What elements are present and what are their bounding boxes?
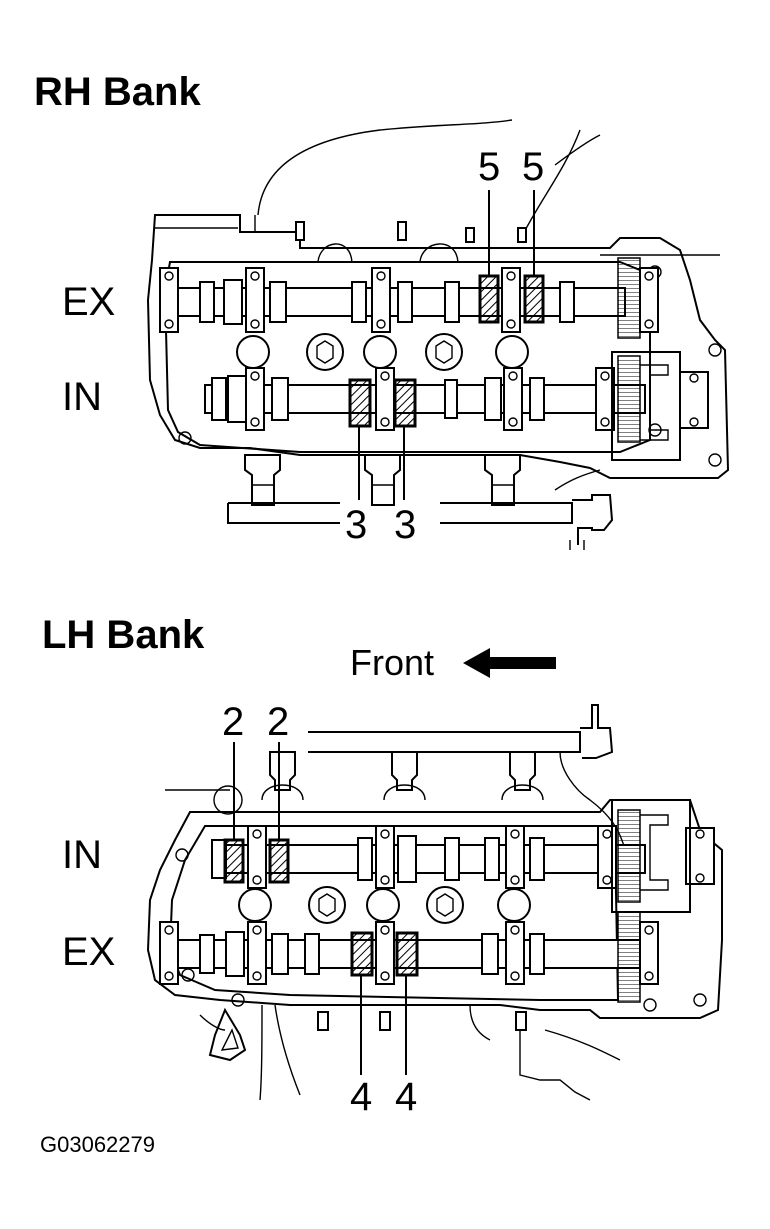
lh-in-label: IN (62, 833, 102, 877)
lh-in-cap-2b (268, 838, 290, 884)
lh-ex-cap-number-1: 4 (350, 1075, 372, 1119)
lh-in-cap-number-1: 2 (222, 700, 244, 744)
lh-in-cap-2a (223, 838, 245, 884)
front-label: Front (350, 642, 434, 683)
lh-cam-sprockets (611, 799, 691, 1003)
rh-in-label: IN (62, 375, 102, 419)
left-arrow-icon (463, 648, 556, 678)
lh-ex-cap-number-2: 4 (395, 1075, 417, 1119)
rh-exhaust-camshaft (159, 267, 659, 333)
rh-ex-cap-5b (523, 274, 545, 324)
figure-code: G03062279 (40, 1132, 155, 1157)
rh-ex-label: EX (62, 280, 115, 324)
lh-ex-label: EX (62, 930, 115, 974)
rh-in-cap-3a (348, 378, 372, 428)
rh-fuel-rail (227, 469, 614, 550)
rh-intake-camshaft (204, 367, 709, 431)
lh-bank-title: LH Bank (42, 613, 205, 657)
lh-ex-cap-4b (395, 931, 419, 977)
lh-lower-block (199, 1004, 621, 1101)
rh-in-cap-number-2: 3 (394, 503, 416, 547)
lh-fuel-rail (308, 704, 626, 851)
lh-bank-group: LH Bank Front (42, 613, 723, 1119)
lh-fuel-injectors (261, 751, 544, 801)
rh-ex-cap-number-1: 5 (478, 145, 500, 189)
rh-cam-sprockets (611, 257, 681, 461)
rh-in-cap-3b (393, 378, 417, 428)
lh-intake-camshaft (211, 825, 715, 889)
rh-ex-cap-number-2: 5 (522, 145, 544, 189)
lh-in-cap-number-2: 2 (267, 700, 289, 744)
rh-bank-title: RH Bank (34, 70, 201, 114)
rh-fuel-injectors (244, 454, 521, 506)
rh-ex-cap-5a (478, 274, 500, 324)
rh-in-cap-number-1: 3 (345, 503, 367, 547)
rh-bank-group: RH Bank (34, 70, 730, 550)
lh-ex-cap-4a (350, 931, 374, 977)
